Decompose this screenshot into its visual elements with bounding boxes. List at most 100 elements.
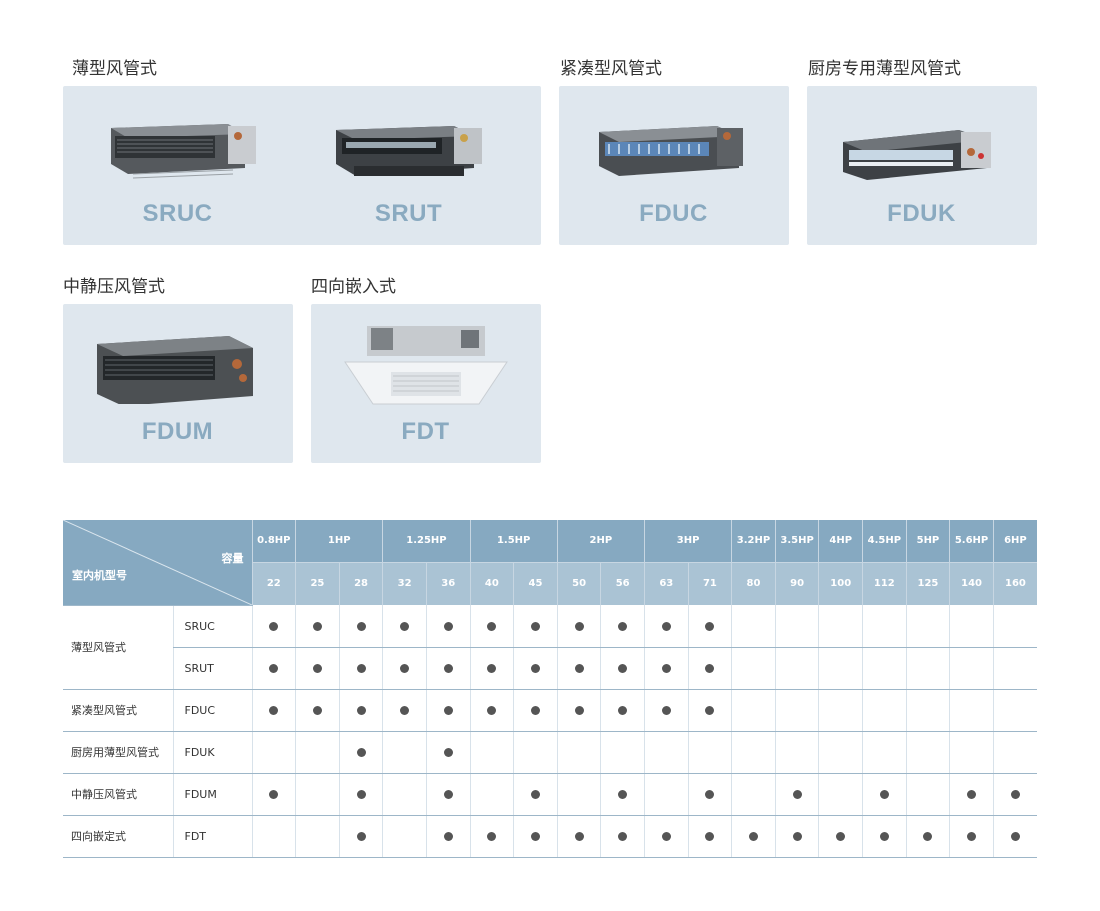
availability-cell — [513, 689, 558, 732]
availability-cell — [251, 773, 296, 816]
availability-cell — [556, 605, 601, 648]
available-dot-icon — [967, 790, 977, 799]
available-dot-icon — [836, 832, 846, 841]
model-code-cell: FDT — [172, 815, 252, 858]
series-name-cell: 紧凑型风管式 — [63, 689, 173, 732]
available-dot-icon — [356, 748, 366, 757]
availability-cell — [382, 731, 427, 774]
available-dot-icon — [661, 664, 671, 673]
available-dot-icon — [487, 832, 497, 841]
availability-cell — [862, 773, 907, 816]
availability-cell — [338, 605, 383, 648]
availability-cell — [862, 689, 907, 732]
available-dot-icon — [705, 621, 715, 631]
availability-cell — [382, 605, 427, 648]
availability-cell — [687, 605, 732, 648]
availability-cell — [774, 773, 819, 816]
available-dot-icon — [705, 664, 715, 673]
hp-header-cell: 3HP — [643, 520, 732, 562]
hp-header-cell: 4HP — [818, 520, 863, 562]
capacity-header-cell: 22 — [251, 561, 296, 605]
availability-cell — [556, 815, 601, 858]
availability-cell — [992, 647, 1037, 690]
group-title-medium-static-duct: 中静压风管式 — [63, 277, 165, 297]
product-card-compact-duct: FDUC — [559, 86, 789, 245]
table-row: SRUT — [63, 647, 1037, 690]
availability-cell — [513, 815, 558, 858]
capacity-header-cell: 71 — [687, 561, 732, 605]
available-dot-icon — [661, 706, 671, 715]
series-name-cell: 薄型风管式 — [63, 605, 173, 690]
capacity-header-cell: 80 — [731, 561, 776, 605]
product-card-kitchen-duct: FDUK — [807, 86, 1037, 245]
availability-cell — [774, 815, 819, 858]
duct-unit-image — [336, 126, 482, 176]
model-code-cell: SRUT — [172, 647, 252, 690]
availability-cell — [949, 605, 994, 648]
available-dot-icon — [879, 832, 889, 841]
availability-cell — [818, 647, 863, 690]
product-code: SRUC — [142, 200, 213, 227]
available-dot-icon — [923, 832, 933, 841]
availability-cell — [425, 731, 471, 774]
hp-header-cell: 5HP — [905, 520, 950, 562]
product-card-cassette: FDT — [311, 304, 541, 463]
availability-cell — [905, 815, 950, 858]
availability-cell — [469, 773, 514, 816]
capacity-header-cell: 32 — [382, 561, 427, 605]
availability-cell — [687, 773, 732, 816]
availability-cell — [513, 731, 558, 774]
availability-cell — [425, 689, 471, 732]
availability-cell — [687, 815, 732, 858]
availability-cell — [643, 605, 689, 648]
availability-cell — [382, 689, 427, 732]
availability-cell — [295, 605, 340, 648]
product-code: FDT — [401, 418, 450, 445]
availability-cell — [774, 605, 819, 648]
available-dot-icon — [530, 790, 540, 799]
availability-cell — [382, 647, 427, 690]
capacity-header-cell: 63 — [643, 561, 689, 605]
availability-cell — [992, 815, 1037, 858]
available-dot-icon — [312, 664, 322, 673]
product-fduk: FDUK — [807, 86, 1036, 245]
available-dot-icon — [443, 706, 453, 715]
availability-cell — [992, 731, 1037, 774]
capacity-header-cell: 125 — [905, 561, 950, 605]
availability-cell — [905, 773, 950, 816]
available-dot-icon — [443, 621, 453, 631]
availability-cell — [774, 647, 819, 690]
available-dot-icon — [443, 748, 453, 757]
availability-cell — [949, 689, 994, 732]
duct-unit-image — [97, 336, 253, 404]
availability-cell — [862, 605, 907, 648]
group-title-slim-duct: 薄型风管式 — [72, 59, 157, 79]
availability-cell — [295, 647, 340, 690]
series-name-cell: 厨房用薄型风管式 — [63, 731, 173, 774]
availability-cell — [251, 647, 296, 690]
available-dot-icon — [400, 706, 410, 715]
availability-cell — [862, 731, 907, 774]
capacity-header-cell: 90 — [774, 561, 819, 605]
capacity-header-cell: 40 — [469, 561, 514, 605]
available-dot-icon — [618, 621, 628, 631]
hp-header-cell: 0.8HP — [251, 520, 296, 562]
available-dot-icon — [574, 832, 584, 841]
availability-cell — [992, 773, 1037, 816]
available-dot-icon — [443, 790, 453, 799]
capacity-header-cell: 160 — [992, 561, 1037, 605]
capacity-header-cell: 56 — [600, 561, 645, 605]
product-sruc: SRUC — [63, 86, 292, 245]
availability-cell — [949, 815, 994, 858]
availability-cell — [600, 815, 645, 858]
available-dot-icon — [356, 832, 366, 841]
capacity-header-cell: 50 — [556, 561, 601, 605]
available-dot-icon — [487, 706, 497, 715]
available-dot-icon — [356, 706, 366, 715]
model-code-cell: FDUC — [172, 689, 252, 732]
capacity-header-cell: 36 — [425, 561, 471, 605]
